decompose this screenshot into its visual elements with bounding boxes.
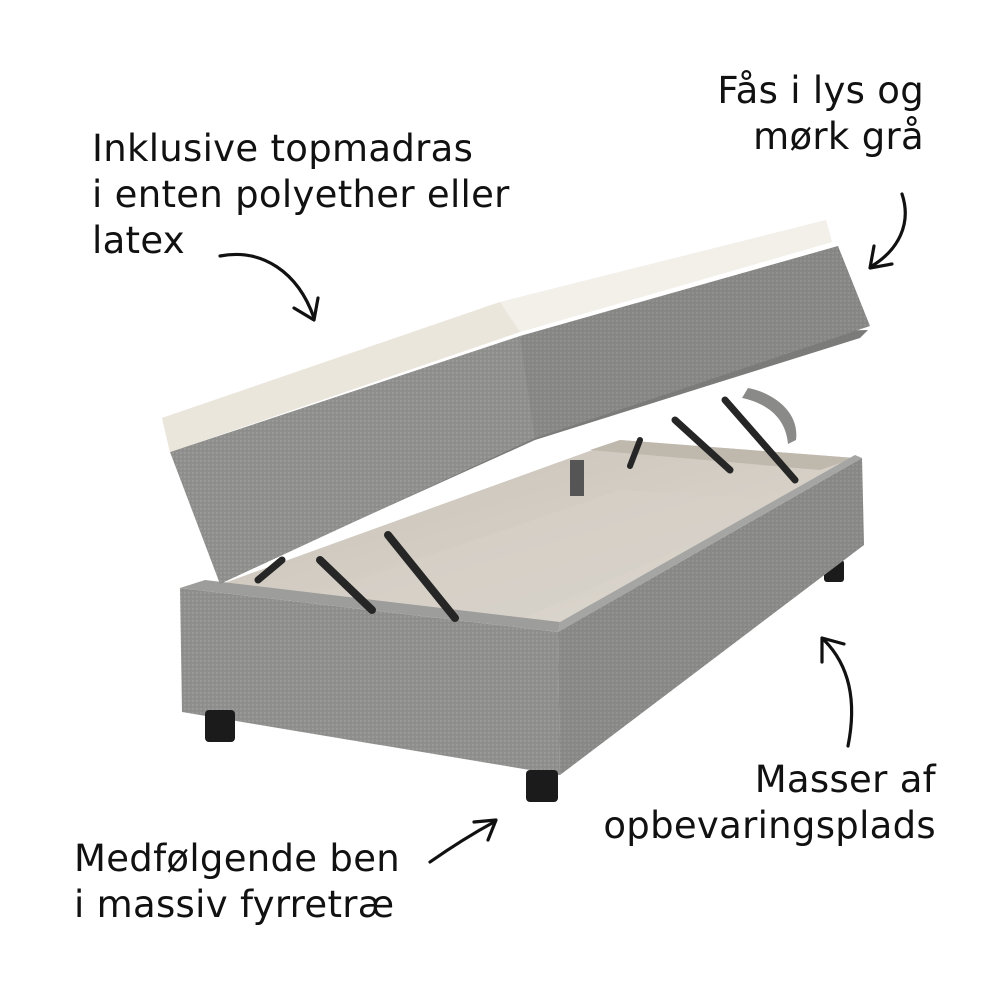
- storage-line-2: opbevaringsplads: [603, 804, 936, 847]
- arrow-topper-head: [292, 296, 320, 322]
- topper-line-2: i enten polyether eller: [92, 173, 510, 216]
- colors-annotation: Fås i lys og mørk grå: [712, 68, 924, 160]
- gas-lift-struts: [254, 396, 799, 622]
- lid-side: [520, 246, 870, 438]
- topper-line-1: Inklusive topmadras: [92, 127, 474, 170]
- arrow-colors-head: [868, 244, 894, 270]
- front-left-leg: [205, 710, 235, 742]
- storage-line-1: Masser af: [754, 758, 936, 801]
- lid-front: [170, 336, 535, 584]
- topper-line-3: latex: [92, 219, 185, 262]
- arrow-storage: [822, 638, 854, 748]
- lid-strap: [742, 388, 797, 444]
- arrow-colors: [870, 192, 907, 268]
- base-front-panel: [180, 588, 560, 775]
- legs-line-2: i massiv fyrretræ: [74, 883, 395, 926]
- arrow-legs-head: [472, 818, 498, 842]
- colors-line-2: mørk grå: [753, 115, 924, 158]
- topper-annotation: Inklusive topmadras i enten polyether el…: [92, 126, 510, 264]
- arrow-storage-head: [820, 636, 846, 664]
- arrow-legs: [428, 820, 496, 864]
- colors-line-1: Fås i lys og: [717, 69, 924, 112]
- storage-annotation: Masser af opbevaringsplads: [560, 757, 936, 849]
- storage-back-wall: [590, 440, 855, 470]
- arrow-topper: [218, 253, 316, 320]
- legs-annotation: Medfølgende ben i massiv fyrretræ: [74, 836, 400, 928]
- front-right-leg: [526, 770, 558, 802]
- base-side-panel: [558, 458, 864, 775]
- storage-floor: [300, 490, 790, 620]
- legs-line-1: Medfølgende ben: [74, 837, 401, 880]
